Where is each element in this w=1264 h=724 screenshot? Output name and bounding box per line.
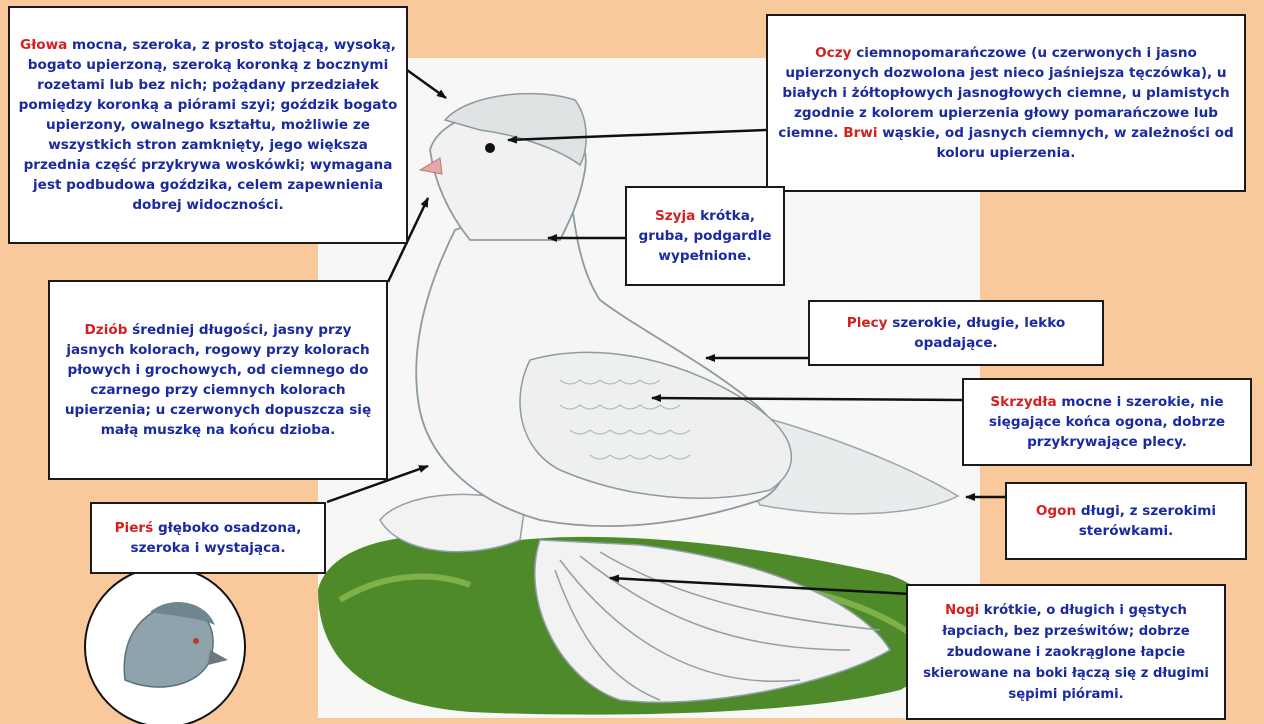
callout-eyes-key: Oczy bbox=[815, 45, 851, 61]
callout-wings: Skrzydła mocne i szerokie, nie sięgające… bbox=[962, 378, 1252, 466]
callout-back-key: Plecy bbox=[847, 315, 888, 331]
inset-head-portrait bbox=[85, 567, 245, 724]
callout-chest-text: głęboko osadzona, szeroka i wystająca. bbox=[130, 520, 301, 556]
callout-eyebrows-text: wąskie, od jasnych ciemnych, w zależnośc… bbox=[878, 125, 1234, 161]
callout-neck-key: Szyja bbox=[655, 208, 695, 224]
callout-legs-key: Nogi bbox=[945, 603, 979, 618]
callout-beak-key: Dziób bbox=[85, 322, 128, 338]
callout-back: Plecy szerokie, długie, lekko opadające. bbox=[808, 300, 1104, 366]
callout-neck: Szyja krótka, gruba, podgardle wypełnion… bbox=[625, 186, 785, 286]
callout-tail: Ogon długi, z szerokimi sterówkami. bbox=[1005, 482, 1247, 560]
callout-tail-key: Ogon bbox=[1036, 503, 1076, 519]
callout-head-text: mocna, szeroka, z prosto stojącą, wysoką… bbox=[19, 37, 398, 213]
callout-beak-text: średniej długości, jasny przy jasnych ko… bbox=[65, 322, 371, 438]
callout-eyebrows-key: Brwi bbox=[843, 125, 877, 141]
callout-back-text: szerokie, długie, lekko opadające. bbox=[888, 315, 1066, 351]
callout-beak: Dziób średniej długości, jasny przy jasn… bbox=[48, 280, 388, 480]
callout-head: Głowa mocna, szeroka, z prosto stojącą, … bbox=[8, 6, 408, 244]
callout-head-key: Głowa bbox=[20, 37, 67, 53]
eye bbox=[485, 143, 495, 153]
callout-chest: Pierś głęboko osadzona, szeroka i wystaj… bbox=[90, 502, 326, 574]
callout-legs: Nogi krótkie, o długich i gęstych łapcia… bbox=[906, 584, 1226, 720]
callout-eyes: Oczy ciemnopomarańczowe (u czerwonych i … bbox=[766, 14, 1246, 192]
callout-wings-key: Skrzydła bbox=[990, 394, 1056, 410]
callout-tail-text: długi, z szerokimi sterówkami. bbox=[1076, 503, 1216, 539]
callout-chest-key: Pierś bbox=[115, 520, 154, 536]
